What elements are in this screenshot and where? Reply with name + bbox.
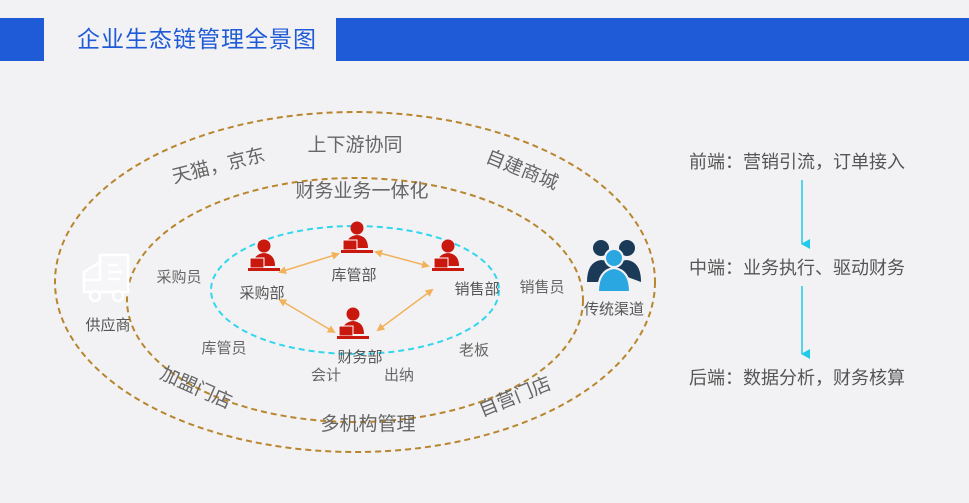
label-multi-org: 多机构管理 <box>320 413 415 435</box>
dept-finance: 财务部 <box>337 348 382 366</box>
arrow-sales-finance <box>376 288 434 332</box>
role-buyer: 采购员 <box>156 268 201 286</box>
header-accent-left <box>0 18 44 61</box>
dept-sales: 销售部 <box>454 280 499 298</box>
middle-ring <box>126 177 584 423</box>
role-warehouse-keeper: 库管员 <box>201 339 246 357</box>
header-accent-right <box>336 18 969 61</box>
role-accountant: 会计 <box>311 366 341 384</box>
sales-person-icon <box>431 239 465 272</box>
role-salesperson: 销售员 <box>519 278 564 296</box>
arrow-purchasing-warehouse <box>278 251 340 275</box>
dept-purchasing: 采购部 <box>239 284 284 302</box>
label-tmall-jd: 天猫，京东 <box>170 144 268 188</box>
arrow-purchasing-finance <box>278 298 336 334</box>
truck-icon <box>82 253 130 303</box>
inner-ring <box>210 225 500 355</box>
dept-warehouse: 库管部 <box>331 266 376 284</box>
label-upstream-downstream: 上下游协同 <box>307 134 402 156</box>
label-own-mall: 自建商城 <box>483 146 562 195</box>
group-people-icon <box>587 240 641 293</box>
role-cashier: 出纳 <box>384 366 414 384</box>
label-finance-business-integration: 财务业务一体化 <box>295 180 428 202</box>
role-boss: 老板 <box>459 341 489 359</box>
flow-front-end: 前端：营销引流，订单接入 <box>689 152 905 173</box>
label-franchise-stores: 加盟门店 <box>157 362 235 413</box>
arrow-warehouse-sales <box>374 249 430 269</box>
flow-back-end: 后端：数据分析，财务核算 <box>689 368 905 389</box>
outer-ring <box>54 111 656 453</box>
flow-middle-end: 中端：业务执行、驱动财务 <box>689 258 905 279</box>
finance-person-icon <box>336 307 370 340</box>
label-traditional-channel: 传统渠道 <box>584 300 644 318</box>
label-supplier: 供应商 <box>85 316 130 334</box>
page-title: 企业生态链管理全景图 <box>77 27 317 53</box>
